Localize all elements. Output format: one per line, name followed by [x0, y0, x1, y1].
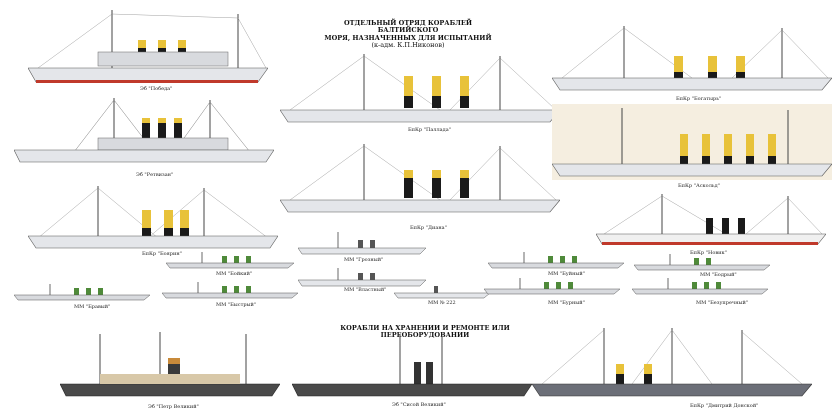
caption-novik: БпКр "Новик" [690, 250, 727, 256]
caption-sisoy: Эб "Сисой Великий" [392, 402, 446, 408]
ship-bystryi [162, 282, 298, 300]
top-title: ОТДЕЛЬНЫЙ ОТРЯД КОРАБЛЕЙ БАЛТИЙСКОГО МОР… [318, 19, 498, 50]
top-title-line2: МОРЯ, НАЗНАЧЕННЫХ ДЛЯ ИСПЫТАНИЙ [324, 33, 492, 42]
caption-pobeda: Эб "Победа" [140, 86, 173, 92]
ship-boikiy [166, 252, 294, 270]
caption-bodryi: ММ "Бодрый" [700, 272, 737, 278]
caption-buinyi: ММ "Буйный" [548, 271, 586, 277]
ship-bezuprechnyi [632, 278, 768, 296]
ship-askold [552, 104, 832, 180]
ship-diana [280, 142, 560, 214]
ship-donskoy [532, 326, 812, 402]
ship-retvizan [14, 96, 274, 168]
caption-boyarin: БпКр "Боярин" [142, 251, 182, 257]
ship-petr [60, 330, 280, 402]
ship-pobeda [28, 8, 268, 88]
caption-burnyi: ММ "Бурный" [548, 300, 585, 306]
caption-vlastnyi: ММ "Властный" [344, 287, 387, 293]
top-title-line3: (к-адм. К.П.Никонов) [371, 41, 445, 50]
caption-petr: Эб "Петр Великий" [148, 404, 199, 410]
ship-bodryi [634, 254, 770, 272]
ship-groznyi [298, 232, 426, 256]
caption-bezuprechnyi: ММ "Безупречный" [696, 300, 749, 306]
ship-novik [596, 192, 826, 248]
caption-donskoy: БпКр "Дмитрий Донской" [690, 403, 759, 409]
caption-retvizan: Эб "Ретвизан" [136, 172, 174, 178]
caption-boikiy: ММ "Бойкий" [216, 271, 253, 277]
ship-mm222 [394, 284, 490, 300]
top-title-line1: ОТДЕЛЬНЫЙ ОТРЯД КОРАБЛЕЙ БАЛТИЙСКОГО [343, 19, 473, 35]
ship-vlastnyi [298, 268, 426, 288]
caption-mm222: ММ № 222 [428, 300, 456, 306]
ship-bravyi [14, 284, 150, 302]
caption-bystryi: ММ "Быстрый" [216, 302, 257, 308]
caption-askold: БпКр "Аскольд" [678, 183, 720, 189]
ship-pallada [280, 52, 560, 124]
ship-sisoy [292, 332, 532, 400]
ship-boyarin [28, 184, 278, 252]
caption-pallada: БпКр "Паллада" [408, 127, 452, 133]
bottom-title: КОРАБЛИ НА ХРАНЕНИИ И РЕМОНТЕ ИЛИ ПЕРЕОБ… [340, 324, 510, 340]
caption-bogatyr: БпКр "Богатырь" [676, 96, 722, 102]
ship-burnyi [484, 278, 620, 296]
ship-bogatyr [552, 24, 832, 94]
caption-bravyi: ММ "Бравый" [74, 304, 111, 310]
caption-diana: БпКр "Диана" [410, 225, 447, 231]
caption-groznyi: ММ "Грозный" [344, 257, 384, 263]
ship-buinyi [488, 252, 624, 270]
